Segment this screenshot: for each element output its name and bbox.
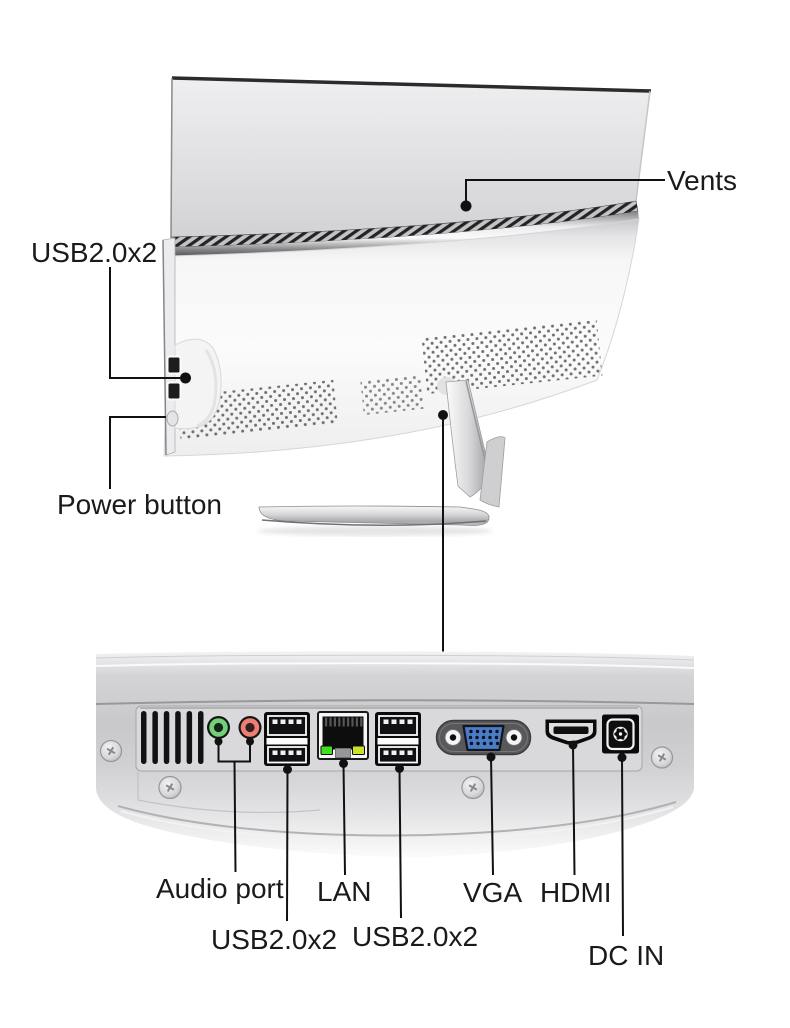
vga-callout-line [490,756,494,876]
panel-top-line [95,654,695,661]
stand-base-edge [261,519,487,527]
callout-label-usb-group1: USB2.0x2 [211,924,338,955]
callout-label-side-usb: USB2.0x2 [31,237,158,268]
power-callout-line [109,416,166,489]
hdmi-port-icon [545,719,597,745]
top-edge [171,76,652,93]
side-usb-callout-line [109,267,180,379]
top-callout-lines [109,179,665,677]
usb-ports-icon-1 [264,712,310,766]
stand-shadow [257,526,493,536]
panel-separator-line [95,699,695,705]
left-bezel-edge [162,239,167,456]
audio-callout-line [233,761,237,873]
pod-shade [196,349,218,428]
callout-label-power-button: Power button [57,489,222,520]
lan-clip-tab [335,748,351,758]
callout-label-hdmi: HDMI [540,877,612,908]
stand-base [258,505,490,526]
callout-label-usb-group2: USB2.0x2 [352,921,479,952]
callout-label-vga: VGA [463,877,523,908]
vents-callout-dot [460,200,472,212]
side-usb-port-icon [166,381,182,401]
stand-callout-dot [438,410,448,420]
lan-callout-line [342,763,346,876]
dcin-callout-line [621,757,624,937]
side-usb-callout-dot [180,372,191,384]
io-panel-figure [95,651,695,937]
dc-in-port-icon [602,714,639,754]
usb2-callout-line [398,768,402,919]
power-button-icon [166,410,179,427]
lan-led-yellow [352,745,365,755]
dot-vents-center [360,374,424,416]
panel-lip-highlight [120,806,674,842]
monitor-stand [257,377,506,536]
speaker-grille-icon [141,711,204,764]
callout-label-lan: LAN [317,876,372,907]
panel-lip-line [117,801,677,837]
usb1-callout-line [286,769,289,922]
dot-vents-right [421,319,603,395]
panel-highlight-line [95,662,695,669]
lan-port-icon [317,711,369,760]
hdmi-callout-line [572,744,576,876]
left-edge [170,77,173,238]
audio-out-jack-icon [207,716,230,739]
chrome-trim [171,211,639,256]
screw-icon [158,775,182,800]
monitor-back-figure [109,76,665,677]
vga-port-icon [435,719,532,756]
right-edge [635,90,651,202]
stand-fin [479,436,506,508]
callout-label-vents: Vents [667,165,738,196]
panel-left-step [137,772,321,814]
callout-label-dc-in: DC IN [588,940,665,971]
bottom-callout-dots [214,737,627,774]
lan-led-green [320,745,333,755]
screw-icon [99,739,123,763]
screw-icon [650,746,674,769]
callout-label-audio-port: Audio port [156,873,284,904]
screw-icon [461,775,485,800]
usb-ports-icon-2 [375,712,421,766]
bottom-callout-lines [217,742,624,937]
side-usb-port-icon [166,355,182,375]
upper-back-panel [171,78,650,237]
audio-callout-bracket [217,742,251,763]
screws [99,739,674,800]
side-io-pod [174,338,222,430]
vents-callout-line [465,179,665,206]
audio-in-jack-icon [238,716,262,739]
